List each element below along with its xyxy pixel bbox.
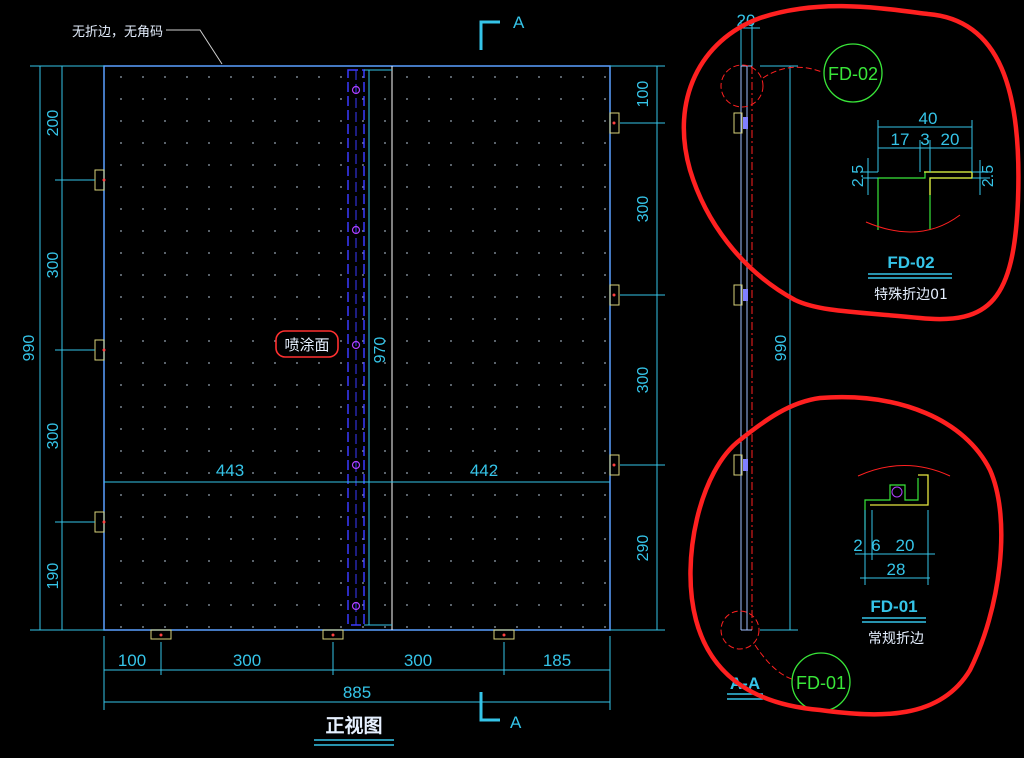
fd01-dim-b: 6 [871,536,880,555]
section-marker-top [479,20,500,50]
fd02-dim-total: 40 [919,109,938,128]
front-view-title: 正视图 [325,714,382,737]
fd02-dim-left-thick: 2.5 [850,165,867,187]
fd01-label-name: 常规折边 [868,631,924,647]
spray-label: 喷涂面 [284,336,329,354]
fd01-label-tag: FD-01 [870,597,917,616]
bottom-dimensions [103,636,611,710]
dim-right-seg-2: 300 [635,196,652,223]
dim-bottom-seg-4: 185 [543,651,571,670]
spray-label-box [275,330,339,358]
note-text: 无折边，无角码 [72,25,163,40]
left-dimensions [30,65,104,631]
dim-bottom-seg-1: 100 [118,651,146,670]
dim-right-seg-1: 100 [635,81,652,108]
front-view: 970 990 200 300 300 190 [21,13,665,746]
fd02-dim-b: 3 [920,130,929,149]
dim-left-seg-4: 190 [45,563,62,590]
dim-right-seg-3: 300 [635,367,652,394]
fd02-label-name: 特殊折边01 [874,287,948,303]
fd01-dim-c: 20 [896,536,915,555]
fd01-dim-total: 28 [887,560,906,579]
fd02-dim-a: 17 [891,130,910,149]
side-view: 20 990 A-A [720,11,823,700]
detail-fd01: FD-01 2 6 20 28 FD-01 常规折边 [791,465,951,712]
dim-left-seg-2: 300 [45,252,62,279]
dim-height-inner: 970 [372,337,389,364]
svg-text:A: A [510,713,522,732]
dim-bottom-seg-3: 300 [404,651,432,670]
dim-height-total: 990 [21,335,38,362]
highlight-loop-bottom [688,394,1004,717]
side-view-title: A-A [730,674,760,693]
detail-fd02: FD-02 40 17 3 20 2.5 2.5 FD-02 特殊折 [823,43,997,303]
fd01-tag: FD-01 [796,673,846,693]
section-marker-bottom [479,692,500,722]
dim-split-left: 443 [216,461,244,480]
fd02-dim-c: 20 [941,130,960,149]
svg-text:A: A [513,13,525,32]
stiffener-bolts [351,85,361,611]
dim-right-seg-4: 290 [635,535,652,562]
side-dim-height: 990 [773,335,790,362]
highlight-loop-top [681,3,1021,322]
dim-left-seg-1: 200 [45,110,62,137]
fd01-dim-a: 2 [853,536,862,555]
fd02-tag: FD-02 [828,64,878,84]
dim-left-seg-3: 300 [45,423,62,450]
dim-split-right: 442 [470,461,498,480]
right-dimensions [610,65,665,631]
fd02-dim-right-thick: 2.5 [980,165,997,187]
dim-bottom-seg-2: 300 [233,651,261,670]
fd02-label-tag: FD-02 [887,253,934,272]
dim-width-total: 885 [343,683,371,702]
